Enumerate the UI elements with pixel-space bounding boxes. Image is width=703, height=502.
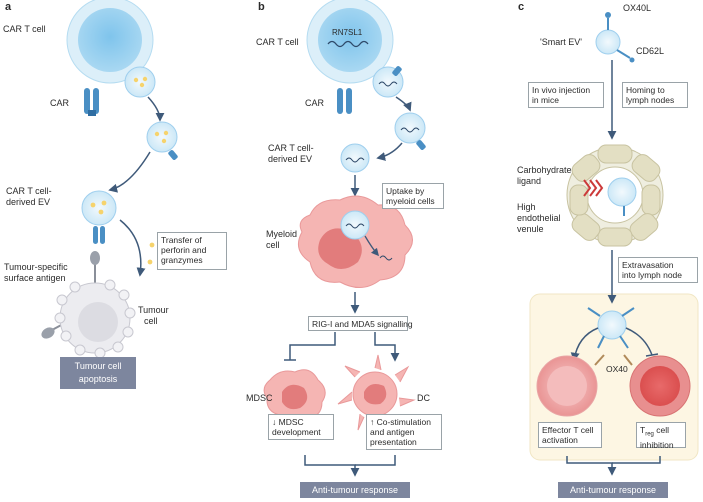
- tumour-cell-label-2: cell: [144, 316, 158, 326]
- smart-ev: [595, 29, 621, 55]
- effector-line-2: activation: [542, 435, 578, 445]
- car-t-cell-label-a: CAR T cell: [3, 24, 46, 34]
- uptake-line-2: myeloid cells: [386, 196, 435, 206]
- high-endothelial-venule: [566, 144, 664, 247]
- homing-line-2: lymph nodes: [626, 95, 675, 105]
- treg-line-1: Treg cell: [640, 425, 682, 440]
- car-t-derived-ev-label-b-1: CAR T cell-: [268, 143, 314, 153]
- smart-ev-label: 'Smart EV': [540, 37, 582, 47]
- myeloid-label-2: cell: [266, 240, 280, 250]
- costimulation-box: ↑ Co-stimulation and antigen presentatio…: [366, 414, 442, 450]
- effector-line-1: Effector T cell: [542, 425, 594, 435]
- treg-t: T: [640, 425, 646, 435]
- hev-label-2: endothelial: [517, 213, 561, 223]
- lymph-node-region: [529, 293, 699, 461]
- treg-sub: reg: [645, 431, 654, 438]
- car-t-derived-ev-a: [81, 190, 117, 226]
- car-t-derived-ev-label-a-1: CAR T cell-: [6, 186, 52, 196]
- car-t-derived-ev-label-b-2: derived EV: [268, 154, 313, 164]
- car-label-b: CAR: [305, 98, 325, 108]
- rna-strand: [327, 40, 369, 48]
- car-t-derived-ev-b: [340, 143, 370, 173]
- costim-line-3: presentation: [370, 437, 417, 447]
- panel-c-letter: c: [518, 1, 525, 13]
- antigen-label-2: surface antigen: [4, 273, 66, 283]
- transfer-line-3: granzymes: [161, 255, 203, 265]
- hev-label-3: venule: [517, 224, 544, 234]
- costim-line-2: and antigen: [370, 427, 415, 437]
- ev-a-1: [124, 66, 156, 98]
- transfer-line-1: Transfer of: [161, 235, 202, 245]
- cd62l-label: CD62L: [636, 46, 665, 56]
- apoptosis-line-1: Tumour cell: [74, 361, 122, 371]
- car-receptor-a: [84, 88, 99, 116]
- uptake-box: Uptake by myeloid cells: [382, 183, 444, 209]
- anti-tumour-response-banner-c: Anti-tumour response: [558, 482, 668, 498]
- dc-label: DC: [417, 393, 430, 403]
- treg-box: Treg cell inhibition: [636, 422, 686, 450]
- panel-b-letter: b: [258, 1, 265, 13]
- myeloid-label-1: Myeloid: [266, 229, 298, 239]
- surface-antigen: [41, 251, 100, 339]
- car-t-cell-label-b: CAR T cell: [256, 37, 299, 47]
- treg-line-2: inhibition: [640, 439, 674, 450]
- panel-b: [263, 0, 426, 477]
- homing-line-1: Homing to: [626, 85, 665, 95]
- car-receptor-b: [337, 88, 352, 114]
- extravasation-line-2: into lymph node: [622, 270, 683, 280]
- car-t-nucleus-b: [318, 8, 382, 72]
- injection-line-2: in mice: [532, 95, 559, 105]
- car-t-derived-ev-label-a-2: derived EV: [6, 197, 51, 207]
- panel-c: [529, 12, 699, 476]
- car-t-nucleus-a: [78, 8, 142, 72]
- mdsc-dev-line-1: ↓ MDSC: [272, 417, 304, 427]
- ox40l-label: OX40L: [623, 3, 652, 13]
- extravasation-line-1: Extravasation: [622, 260, 674, 270]
- dc-cell: [337, 354, 416, 431]
- signalling-box: RIG-I and MDA5 signalling: [308, 316, 413, 331]
- homing-box: Homing to lymph nodes: [622, 82, 688, 108]
- tumour-cell-label-1: Tumour: [138, 305, 169, 315]
- hev-label-1: High: [517, 202, 536, 212]
- ox40-label: OX40: [606, 364, 628, 374]
- anti-tumour-response-banner-b: Anti-tumour response: [300, 482, 410, 498]
- mdsc-dev-line-2: development: [272, 427, 321, 437]
- panel-a-letter: a: [5, 1, 12, 13]
- transfer-line-2: perforin and: [161, 245, 207, 255]
- rn7sl1-label: RN7SL1: [332, 28, 363, 37]
- uptake-line-1: Uptake by: [386, 186, 425, 196]
- effector-box: Effector T cell activation: [538, 422, 602, 448]
- injection-line-1: In vivo injection: [532, 85, 591, 95]
- apoptosis-line-2: apoptosis: [78, 374, 118, 384]
- antigen-label-1: Tumour-specific: [4, 262, 68, 272]
- mdsc-label: MDSC: [246, 393, 273, 403]
- car-label-a: CAR: [50, 98, 70, 108]
- panel-a: [41, 0, 178, 359]
- car-receptor-ev-a: [93, 226, 105, 244]
- carbohydrate-label-1: Carbohydrate: [517, 165, 572, 175]
- transfer-box: Transfer of perforin and granzymes: [157, 232, 227, 270]
- ev-a-2: [146, 121, 178, 153]
- ev-b-2: [394, 112, 426, 144]
- extravasation-box: Extravasation into lymph node: [618, 257, 698, 283]
- carbohydrate-label-2: ligand: [517, 176, 542, 186]
- mdsc-development-box: ↓ MDSC development: [268, 414, 334, 440]
- apoptosis-banner: Tumour cell apoptosis: [60, 357, 136, 389]
- costim-line-1: ↑ Co-stimulation: [370, 417, 431, 427]
- treg-rest: cell: [653, 425, 669, 435]
- tumour-cell: [54, 279, 136, 359]
- injection-box: In vivo injection in mice: [528, 82, 604, 108]
